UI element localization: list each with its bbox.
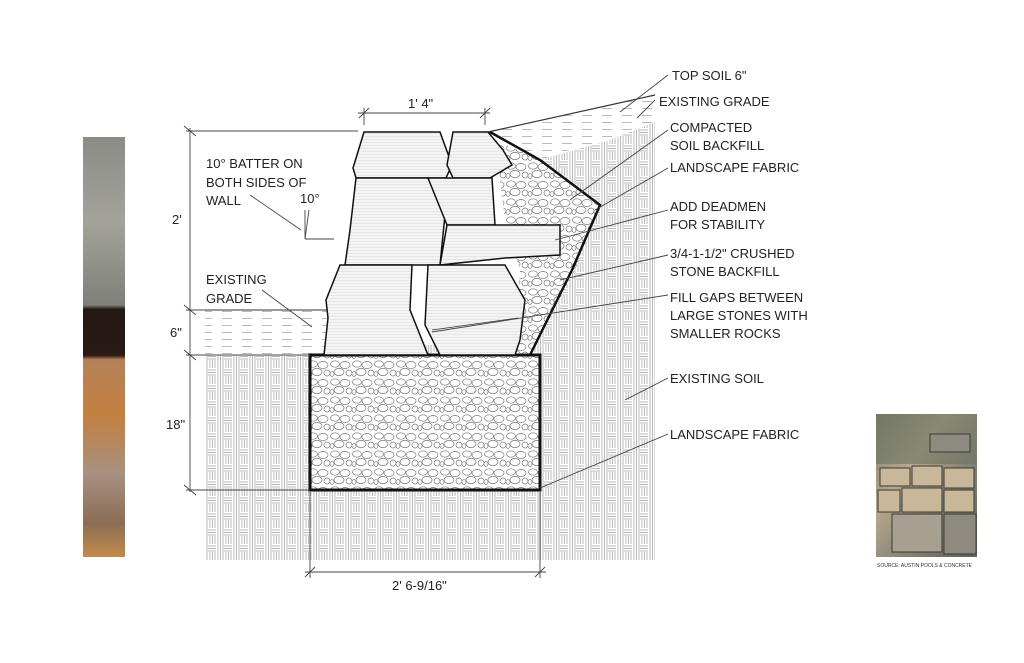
batter-note-2: BOTH SIDES OF xyxy=(206,175,306,190)
landscape-fabric-back xyxy=(489,130,602,356)
callout-gaps-1: FILL GAPS BETWEEN xyxy=(670,290,803,305)
dim-footing-depth: 18" xyxy=(166,417,185,432)
callout-deadmen-1: ADD DEADMEN xyxy=(670,199,766,214)
top-soil-layer xyxy=(488,95,655,160)
dim-footing-width: 2' 6-9/16" xyxy=(392,578,447,593)
callout-existing-soil: EXISTING SOIL xyxy=(670,371,764,386)
soil-profile-photo xyxy=(83,137,125,557)
callout-compacted-1: COMPACTED xyxy=(670,120,752,135)
callout-top-soil: TOP SOIL 6" xyxy=(672,68,747,83)
batter-angle-symbol xyxy=(249,194,334,240)
grade-note-1: EXISTING xyxy=(206,272,267,287)
dimension-lines xyxy=(183,107,546,578)
existing-grade-left xyxy=(205,310,330,355)
callout-fabric-bottom: LANDSCAPE FABRIC xyxy=(670,427,799,442)
callout-compacted-2: SOIL BACKFILL xyxy=(670,138,764,153)
callout-gaps-2: LARGE STONES WITH xyxy=(670,308,808,323)
reference-wall-photo xyxy=(876,414,977,557)
batter-note-3: WALL xyxy=(206,193,241,208)
photo-source: SOURCE: AUSTIN POOLS & CONCRETE xyxy=(877,563,973,569)
callout-existing-grade: EXISTING GRADE xyxy=(659,94,770,109)
dim-grade-depth: 6" xyxy=(170,325,182,340)
gravel-footing xyxy=(308,353,542,492)
callout-deadmen-2: FOR STABILITY xyxy=(670,217,765,232)
wall-stones xyxy=(323,131,561,356)
grade-note-2: GRADE xyxy=(206,291,253,306)
callout-crushed-1: 3/4-1-1/2" CRUSHED xyxy=(670,246,795,261)
compacted-backfill xyxy=(540,140,610,205)
batter-angle: 10° xyxy=(300,191,320,206)
callout-labels: TOP SOIL 6" EXISTING GRADE COMPACTED SOI… xyxy=(659,68,808,442)
dim-wall-height: 2' xyxy=(172,212,182,227)
callout-crushed-2: STONE BACKFILL xyxy=(670,264,780,279)
callout-leaders xyxy=(431,74,669,489)
dim-top-width: 1' 4" xyxy=(408,96,434,111)
callout-gaps-3: SMALLER ROCKS xyxy=(670,326,781,341)
callout-fabric-top: LANDSCAPE FABRIC xyxy=(670,160,799,175)
batter-note-1: 10° BATTER ON xyxy=(206,156,303,171)
